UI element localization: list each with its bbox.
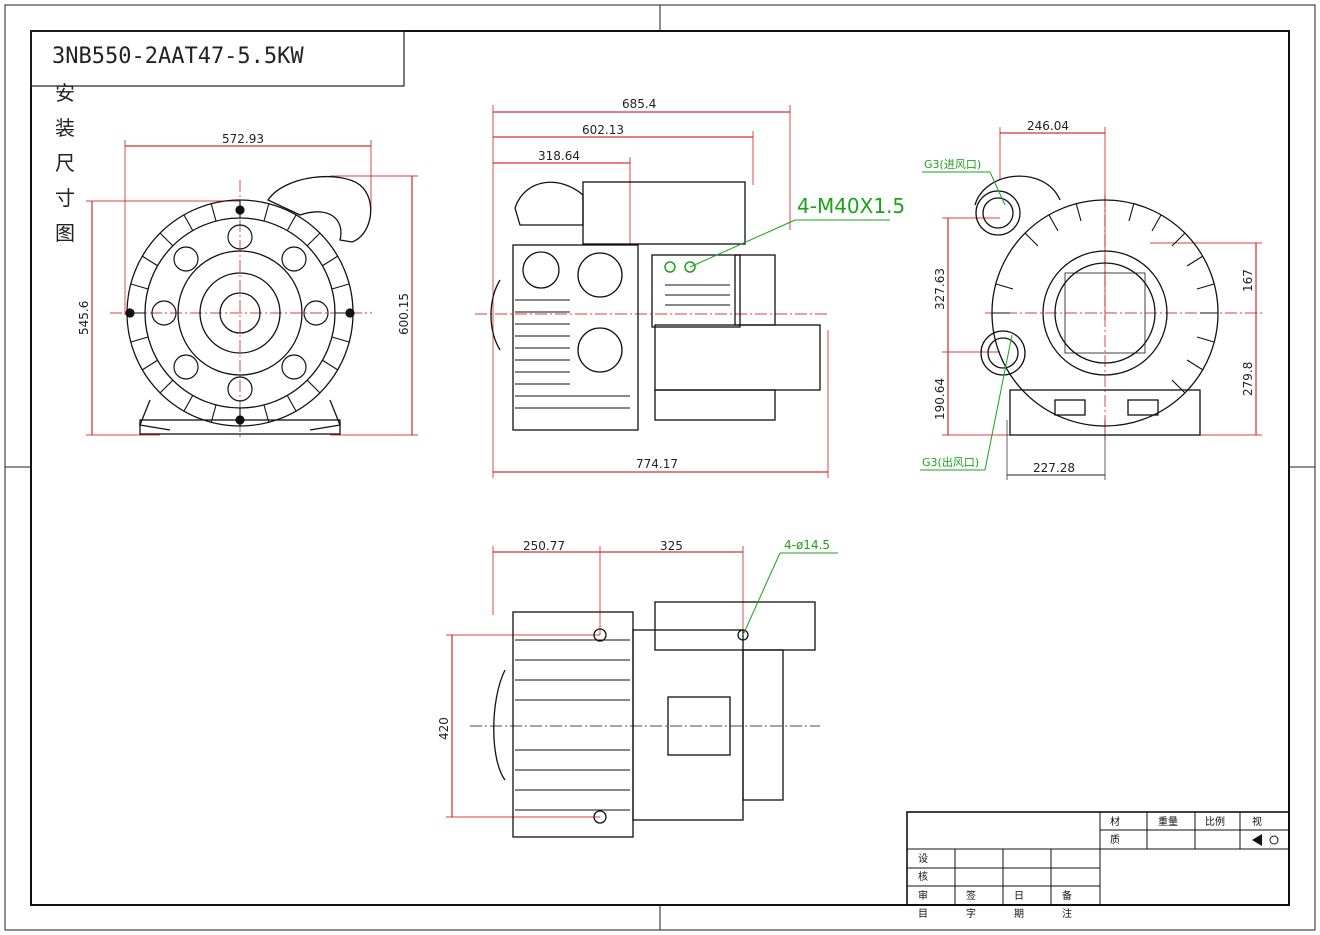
- tb-material-2: 质: [1110, 834, 1120, 846]
- title-box: [30, 30, 405, 87]
- caption-char: 尺: [55, 151, 75, 175]
- rear-left-upper: 327.63: [933, 268, 947, 310]
- title-block-text: 材 质 重量 比例 视 设 核 审 签 日 备 目 字 期 注: [918, 815, 1279, 920]
- thread-callout: 4-M40X1.5: [797, 194, 905, 218]
- side-dim-top-1: 685.4: [622, 97, 656, 111]
- tb-col-note: 备: [1062, 889, 1072, 902]
- mount-hole: [593, 628, 607, 642]
- plan-foot-rail: [742, 649, 784, 801]
- leader-line: [989, 171, 1006, 206]
- hole-callout: 4-ø14.5: [784, 538, 830, 552]
- mount-hole: [593, 810, 607, 824]
- caption-char: 寸: [55, 186, 75, 210]
- motor-cylinder: [654, 324, 821, 391]
- port-circle: [577, 327, 623, 373]
- front-left-height-label: 545.6: [77, 301, 91, 335]
- hub-ring: [177, 250, 303, 376]
- tb-weight: 重量: [1158, 815, 1178, 828]
- plan-bulge: [493, 669, 506, 781]
- title-block: [906, 811, 1290, 906]
- tb-row-check: 核: [918, 870, 928, 883]
- plan-height-label: 420: [437, 717, 451, 740]
- caption-char: 安: [55, 81, 75, 105]
- outlet-port-inner: [987, 337, 1019, 369]
- bolt-pockets: [125, 205, 355, 425]
- outlet-port: [980, 330, 1026, 376]
- rear-base: [1009, 389, 1201, 436]
- pump-housing: [512, 244, 639, 431]
- tb-bottom-2: 字: [966, 907, 976, 920]
- motor-cap: [734, 254, 776, 326]
- drawing-title: 3NB550-2AAT47-5.5KW: [52, 44, 304, 69]
- inlet-label: G3(进风口): [924, 158, 981, 171]
- side-dim-bottom: 774.17: [636, 457, 678, 471]
- side-dim-top-2: 602.13: [582, 123, 624, 137]
- motor-fan-cover: [1042, 250, 1168, 376]
- plan-pump-body: [512, 611, 634, 838]
- leader-line: [689, 219, 796, 268]
- thread-hole: [684, 261, 696, 273]
- front-width-label: 572.93: [222, 132, 264, 146]
- outlet-label: G3(出风口): [922, 455, 979, 469]
- side-dim-top-3: 318.64: [538, 149, 580, 163]
- side-bulge: [490, 279, 501, 351]
- rear-bottom-width: 227.28: [1033, 461, 1075, 475]
- tb-row-audit: 审: [918, 889, 928, 902]
- top-cylinder: [582, 181, 746, 245]
- inlet-port: [975, 190, 1021, 236]
- rear-right-upper: 167: [1241, 269, 1255, 292]
- tb-bottom-1: 目: [918, 909, 928, 920]
- tb-col-date: 日: [1014, 891, 1024, 902]
- front-view: 572.93 545.6 600.15: [77, 132, 418, 440]
- tb-bottom-3: 期: [1014, 908, 1024, 920]
- rear-top-width: 246.04: [1027, 119, 1069, 133]
- projection-symbol-icon: [1252, 834, 1279, 846]
- tb-material-1: 材: [1110, 815, 1120, 828]
- motor-fan-inner: [1054, 262, 1156, 364]
- side-view: 685.4 602.13 318.64 774.17: [475, 97, 905, 478]
- plan-top-cylinder: [654, 601, 816, 651]
- plan-dim-right: 325: [660, 539, 683, 553]
- rear-left-lower: 190.64: [933, 378, 947, 420]
- terminal-box: [651, 254, 741, 328]
- rear-elbow: [974, 175, 1061, 206]
- foot-slot: [1054, 399, 1086, 416]
- port-circle: [577, 252, 623, 298]
- rear-view: 246.04 327.63 190.64 167 279.8 227.28: [920, 119, 1265, 480]
- fan-grille: [1064, 272, 1146, 354]
- plan-dim-left: 250.77: [523, 539, 565, 553]
- leader-line: [984, 334, 1013, 471]
- leader-line: [742, 552, 781, 636]
- hub-inner: [199, 272, 281, 354]
- tb-view: 视: [1252, 815, 1262, 828]
- rear-right-lower: 279.8: [1241, 362, 1255, 396]
- port-circle: [522, 251, 560, 289]
- inlet-port-inner: [982, 197, 1014, 229]
- tb-row-design: 设: [918, 853, 928, 865]
- front-right-height-label: 600.15: [397, 293, 411, 335]
- tb-scale: 比例: [1205, 815, 1225, 828]
- caption-char: 图: [55, 221, 75, 245]
- side-fins: [515, 284, 730, 409]
- motor-foot: [654, 389, 776, 421]
- plan-terminal: [667, 696, 731, 756]
- plan-fins: [515, 639, 630, 811]
- vertical-caption: 安 装 尺 寸 图: [55, 81, 75, 245]
- plan-motor-body: [632, 629, 744, 821]
- plan-view: 250.77 325 420 4-ø14.5: [437, 538, 838, 838]
- thread-hole: [664, 261, 676, 273]
- mount-hole: [737, 629, 749, 641]
- outlet-elbow: [267, 175, 372, 243]
- side-elbow: [514, 181, 584, 226]
- shaft: [219, 292, 261, 334]
- foot-slot: [1127, 399, 1159, 416]
- tb-bottom-4: 注: [1062, 907, 1072, 920]
- tb-col-sign: 签: [966, 889, 976, 902]
- caption-char: 装: [55, 116, 75, 140]
- rear-fins: [992, 202, 1218, 394]
